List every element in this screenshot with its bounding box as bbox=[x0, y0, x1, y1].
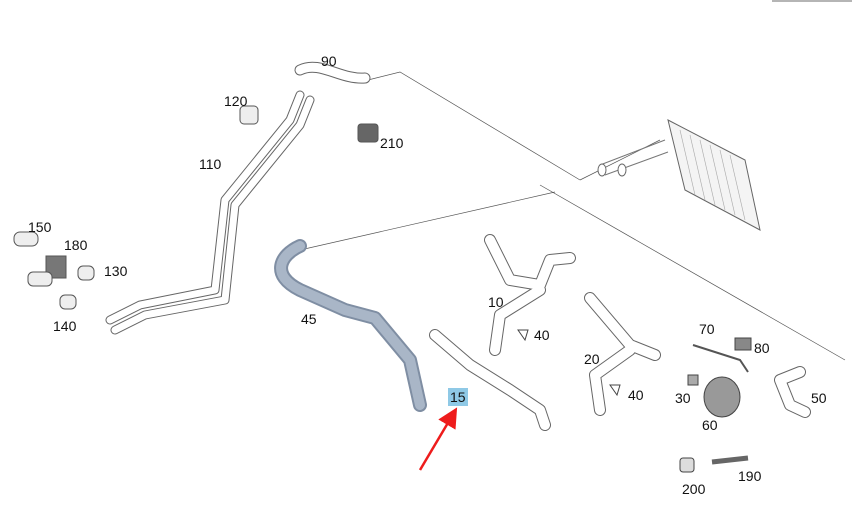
hose-45 bbox=[274, 239, 427, 412]
label-45[interactable]: 45 bbox=[301, 311, 317, 327]
label-140[interactable]: 140 bbox=[53, 318, 77, 334]
label-60[interactable]: 60 bbox=[702, 417, 718, 433]
label-80[interactable]: 80 bbox=[754, 340, 770, 356]
top-divider bbox=[772, 0, 852, 2]
left-fittings bbox=[13, 105, 379, 310]
label-50[interactable]: 50 bbox=[811, 390, 827, 406]
hose-15 bbox=[429, 329, 551, 431]
outline-hoses bbox=[429, 234, 811, 431]
hose-50 bbox=[774, 366, 811, 418]
label-40-b[interactable]: 40 bbox=[628, 387, 644, 403]
label-180[interactable]: 180 bbox=[64, 237, 88, 253]
label-190[interactable]: 190 bbox=[738, 468, 762, 484]
label-150[interactable]: 150 bbox=[28, 219, 52, 235]
pointer-arrow bbox=[418, 407, 458, 471]
label-90[interactable]: 90 bbox=[321, 53, 337, 69]
label-40-a[interactable]: 40 bbox=[534, 327, 550, 343]
hose-10 bbox=[484, 234, 576, 356]
pipe-110 bbox=[105, 61, 371, 335]
heater-core bbox=[597, 119, 761, 231]
label-200[interactable]: 200 bbox=[682, 481, 706, 497]
label-20[interactable]: 20 bbox=[584, 351, 600, 367]
label-10[interactable]: 10 bbox=[488, 294, 504, 310]
label-15-highlighted[interactable]: 15 bbox=[448, 388, 468, 406]
label-120[interactable]: 120 bbox=[224, 93, 248, 109]
label-70[interactable]: 70 bbox=[699, 321, 715, 337]
hose-20 bbox=[584, 292, 661, 416]
pump-parts bbox=[517, 329, 752, 473]
label-210[interactable]: 210 bbox=[380, 135, 404, 151]
label-130[interactable]: 130 bbox=[104, 263, 128, 279]
label-30[interactable]: 30 bbox=[675, 390, 691, 406]
label-110[interactable]: 110 bbox=[199, 156, 222, 172]
